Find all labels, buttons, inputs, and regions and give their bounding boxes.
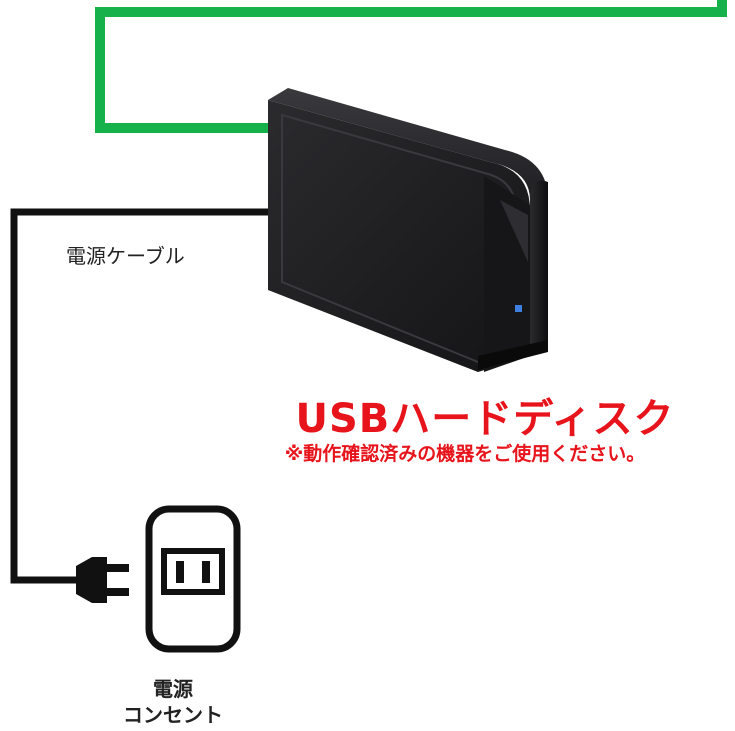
hdd-note: ※動作確認済みの機器をご使用ください。 [284, 443, 646, 465]
outlet-label-line1: 電源 [153, 677, 193, 701]
power-plug-icon [76, 557, 129, 603]
usb-hard-disk-icon [268, 88, 548, 372]
hdd-title: USBハードディスク [295, 396, 675, 442]
power-cable [10, 208, 272, 584]
network-cable [95, 0, 727, 133]
outlet-label-line2: コンセント [123, 703, 223, 727]
outlet-label: 電源 コンセント [110, 676, 236, 728]
wall-outlet-icon [145, 505, 241, 653]
status-led [515, 305, 522, 312]
power-cable-label: 電源ケーブル [66, 244, 185, 268]
